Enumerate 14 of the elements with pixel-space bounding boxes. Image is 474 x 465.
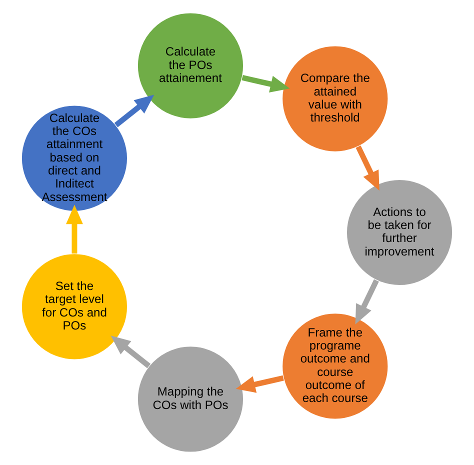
node-circle: Set the target level for COs and POs (20, 253, 128, 360)
node-circle: Calculate the COs attainment based on direct and Inditect Assessment (20, 104, 128, 212)
node-circle: Calculate the POs attainement (136, 12, 244, 120)
arrow (66, 204, 83, 254)
node-circle: Frame the programe outcome and course outcome of each course (282, 312, 389, 420)
node-circle: Mapping the COs with POs (136, 346, 244, 453)
arrow (355, 279, 379, 324)
arrow (242, 74, 290, 92)
arrow (236, 375, 284, 393)
node-circle: Compare the attained value with threshold (282, 45, 389, 152)
node-circle: Actions to be taken for further improvement (346, 178, 454, 286)
arrow (114, 94, 154, 128)
arrow (356, 146, 380, 191)
arrow (110, 336, 151, 368)
